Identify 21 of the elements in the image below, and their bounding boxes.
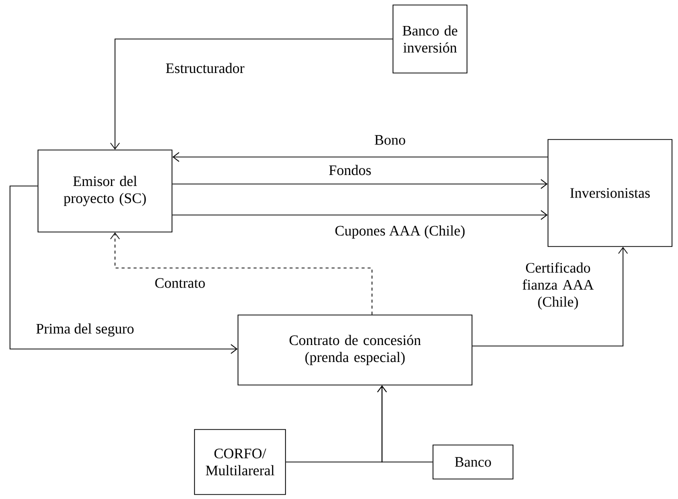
- arrow: [172, 152, 548, 162]
- edge-label: Estructurador: [164, 62, 246, 74]
- arrow: [377, 385, 433, 462]
- arrow: [172, 210, 548, 220]
- edge-label: Bono: [373, 134, 407, 146]
- process-box: Emisor del proyecto (SC): [38, 150, 172, 232]
- process-box: Inversionistas: [548, 139, 672, 247]
- edge-label: Fondos: [328, 164, 372, 176]
- edge-label: Certificado fianza AAA (Chile): [517, 261, 599, 311]
- process-box: CORFO/ Multilareral: [194, 429, 286, 495]
- arrow: [472, 246, 628, 346]
- edge-label: Prima del seguro: [34, 322, 136, 338]
- process-box: Banco de inversión: [392, 4, 468, 74]
- process-box: Banco: [432, 444, 514, 480]
- arrow: [10, 186, 238, 354]
- process-box: Contrato de concesión (prenda especial): [238, 314, 472, 386]
- edge-label: Cupones AAA (Chile): [334, 224, 466, 240]
- arrow: [172, 179, 548, 189]
- arrow: [110, 38, 393, 150]
- edge-label: Contrato: [154, 277, 206, 289]
- arrow: [110, 232, 372, 315]
